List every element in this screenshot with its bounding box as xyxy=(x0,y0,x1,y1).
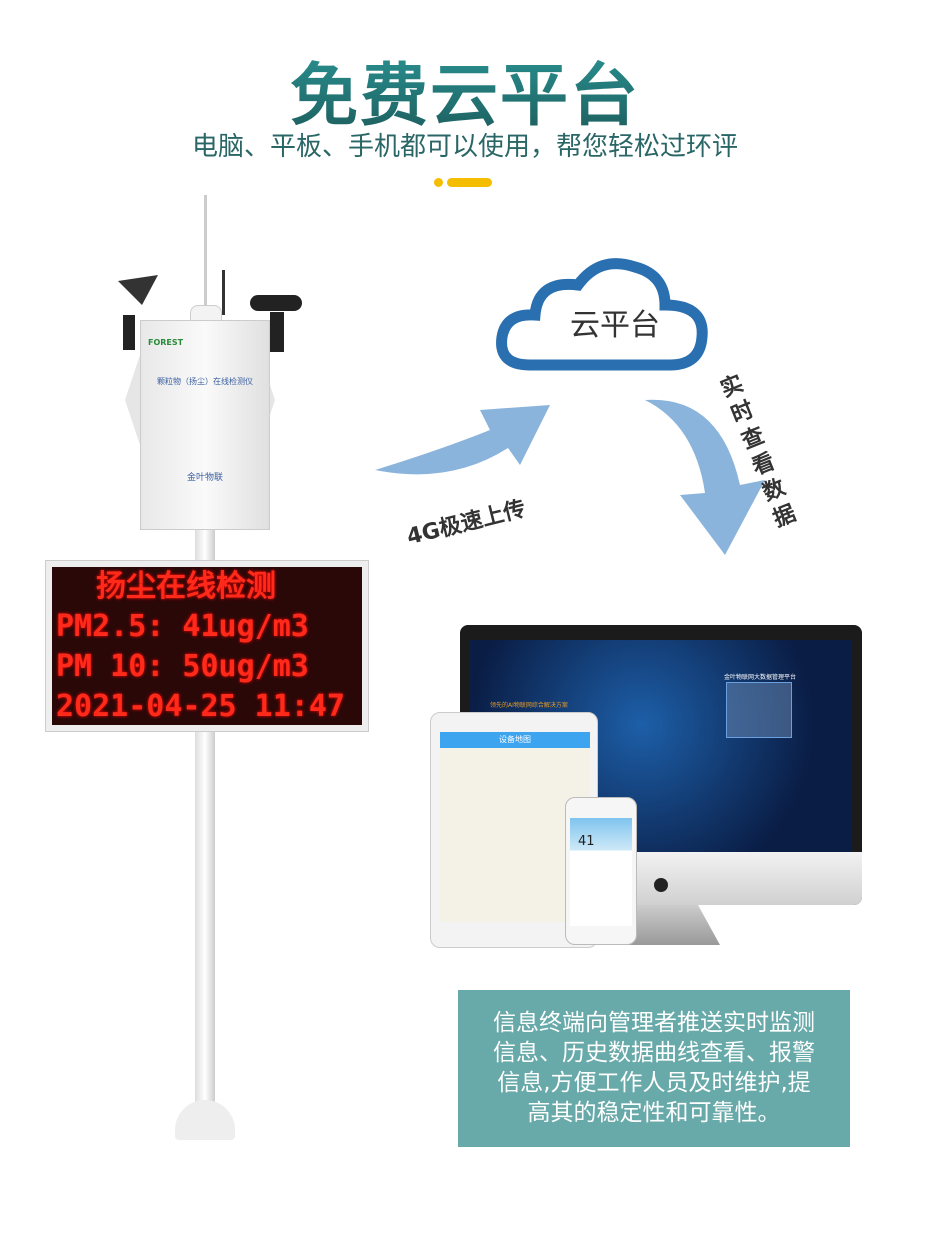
login-panel xyxy=(726,682,792,738)
led-display: 扬尘在线检测 PM2.5: 41ug/m3 PM 10: 50ug/m3 202… xyxy=(45,560,369,732)
tablet-header: 设备地图 xyxy=(440,732,590,748)
led-line: PM2.5: 41ug/m3 xyxy=(56,609,309,644)
led-line: PM 10: 50ug/m3 xyxy=(56,649,309,684)
apple-logo-icon xyxy=(654,878,668,892)
info-line: 信息,方便工作人员及时维护,提 xyxy=(497,1070,811,1096)
sensor-mount xyxy=(123,315,135,350)
phone-aqi-value: 41 xyxy=(578,834,595,849)
decor-dot xyxy=(434,178,443,187)
platform-tagline: 领先的AI物联网综合解决方案 xyxy=(490,702,568,709)
info-line: 信息、历史数据曲线查看、报警 xyxy=(493,1040,815,1066)
sensor-mount xyxy=(270,312,284,352)
brand-logo: FOREST xyxy=(148,338,184,347)
cloud-label: 云平台 xyxy=(570,308,660,343)
info-line: 高其的稳定性和可靠性。 xyxy=(527,1100,781,1126)
info-box: 信息终端向管理者推送实时监测 信息、历史数据曲线查看、报警 信息,方便工作人员及… xyxy=(458,990,850,1147)
led-line: 2021-04-25 11:47 xyxy=(56,689,345,724)
monitor-cabinet xyxy=(140,320,270,530)
subtitle: 电脑、平板、手机都可以使用，帮您轻松过环评 xyxy=(191,132,738,162)
login-title: 金叶物联网大数据管理平台 xyxy=(723,674,796,681)
phone-screen xyxy=(570,818,632,926)
antenna xyxy=(222,270,225,315)
page-title: 免费云平台 xyxy=(0,40,930,139)
cabinet-brand: 金叶物联 xyxy=(186,473,223,483)
pole-base xyxy=(175,1100,235,1140)
upload-arrow-icon xyxy=(375,405,550,475)
decor-bar xyxy=(447,178,492,187)
antenna xyxy=(204,195,207,310)
cabinet-label: 颗粒物（扬尘）在线检测仪 xyxy=(157,377,253,386)
download-arrow-icon xyxy=(645,399,765,555)
anemometer-icon xyxy=(250,295,302,311)
led-line: 扬尘在线检测 xyxy=(96,569,276,604)
wind-vane-icon xyxy=(118,275,158,305)
info-line: 信息终端向管理者推送实时监测 xyxy=(493,1010,815,1036)
cloud-icon xyxy=(496,258,708,371)
